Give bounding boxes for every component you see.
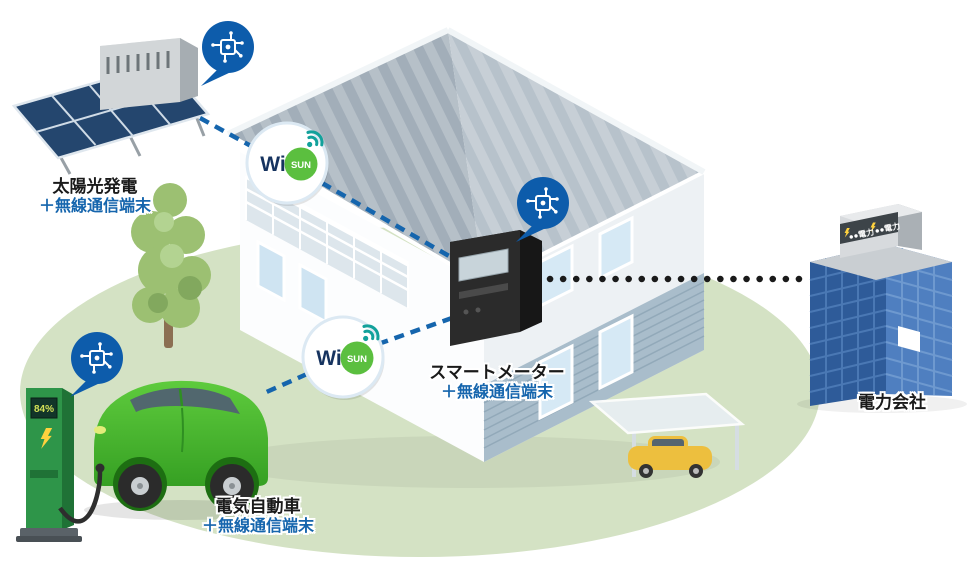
wisun-sun-text: SUN	[291, 160, 311, 171]
wisun-badge-2: Wi SUN	[301, 315, 385, 400]
smart-meter-label: スマートメーター ＋無線通信端末	[429, 362, 565, 403]
wisun-wi-text: Wi	[316, 347, 341, 370]
ev-label: 電気自動車 ＋無線通信端末	[202, 496, 314, 537]
car-windows	[130, 387, 240, 414]
power-conditioner	[100, 38, 198, 110]
smart-meter-label-title: スマートメーター	[429, 363, 565, 382]
tree	[131, 183, 211, 348]
solar-label-title: 太陽光発電	[52, 177, 138, 196]
roof	[226, 27, 706, 286]
power-company-building: ●●電力 ●●電力	[797, 204, 967, 413]
charging-plug	[95, 463, 105, 473]
balcony	[244, 173, 410, 308]
dashed-line-wisun2-to-ev	[261, 371, 308, 397]
speech-bubble-solar	[201, 21, 254, 86]
yellow-car	[628, 436, 712, 478]
dashed-line-solar-to-wisun	[198, 116, 253, 148]
power-company-label-title: 電力会社	[858, 393, 926, 412]
ev-label-title: 電気自動車	[215, 497, 301, 516]
wisun-badge-1: Wi SUN	[245, 121, 329, 206]
carport	[588, 392, 746, 478]
wisun-sun-text: SUN	[347, 354, 367, 365]
house	[220, 27, 746, 488]
solar-label: 太陽光発電 ＋無線通信端末	[39, 176, 151, 217]
smart-meter-label-subtitle: ＋無線通信端末	[440, 384, 553, 402]
house-windows	[256, 215, 634, 421]
smart-meter	[450, 230, 542, 346]
solar-label-subtitle: ＋無線通信端末	[38, 198, 152, 216]
charger-display-text: 84%	[34, 404, 54, 415]
headlight	[94, 426, 106, 434]
wifi-icon	[362, 324, 380, 342]
charger-screen	[30, 397, 58, 419]
wifi-icon	[306, 130, 324, 148]
rooftop-sign: ●●電力 ●●電力	[840, 204, 922, 258]
speech-bubble-meter	[516, 177, 569, 242]
dashed-line-meter-to-wisun2	[380, 315, 453, 346]
ev-charger: 84%	[16, 388, 82, 542]
wisun-wi-text: Wi	[260, 153, 285, 176]
ev-car	[58, 380, 280, 524]
building-door	[898, 326, 920, 352]
power-company-label: 電力会社	[858, 392, 926, 413]
speech-bubble-ev	[70, 332, 123, 397]
meter-display	[458, 248, 509, 282]
charging-cable	[58, 469, 103, 524]
ev-label-subtitle: ＋無線通信端末	[201, 518, 315, 536]
dashed-line-wisun-to-meter	[320, 181, 458, 262]
